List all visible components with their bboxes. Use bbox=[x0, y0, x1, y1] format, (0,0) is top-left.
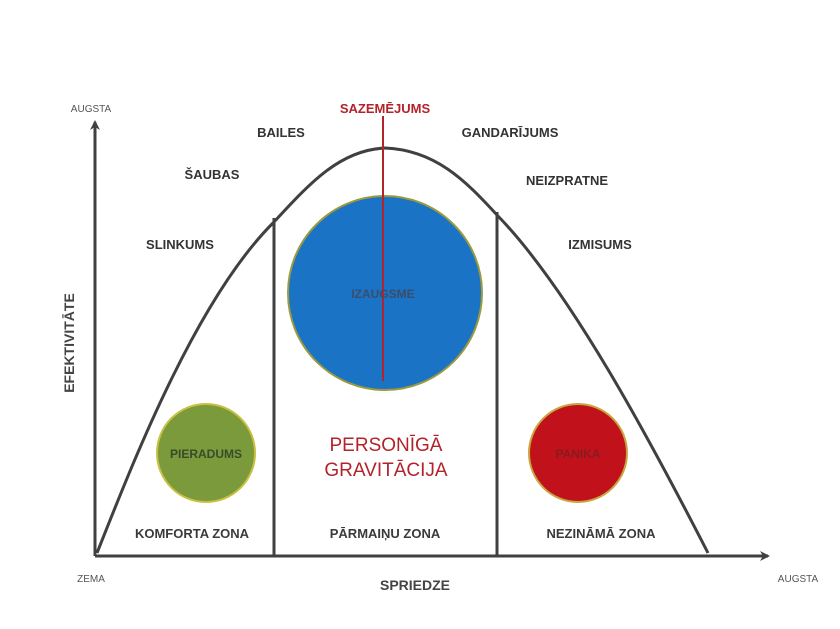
zone-change-label: PĀRMAIŅU ZONA bbox=[330, 526, 441, 541]
center-title-line2: GRAVITĀCIJA bbox=[324, 460, 447, 481]
zone-comfort-label: KOMFORTA ZONA bbox=[135, 526, 250, 541]
x-axis-high-label: AUGSTA bbox=[778, 574, 819, 585]
label-bailes: BAILES bbox=[257, 125, 305, 140]
y-axis-title: EFEKTIVITĀTE bbox=[61, 293, 77, 393]
habit-label: PIERADUMS bbox=[170, 447, 242, 461]
label-gandarijums: GANDARĪJUMS bbox=[462, 125, 559, 140]
y-axis-high-label: AUGSTA bbox=[71, 104, 112, 115]
x-axis-title: SPRIEDZE bbox=[380, 577, 450, 593]
panic-label: PANIKA bbox=[555, 447, 600, 461]
peak-label: SAZEMĒJUMS bbox=[340, 101, 431, 116]
label-izmisums: IZMISUMS bbox=[568, 237, 632, 252]
bell-curve bbox=[95, 146, 710, 554]
growth-label: IZAUGSME bbox=[351, 287, 414, 301]
panic-circle bbox=[528, 403, 628, 503]
zone-unknown-label: NEZINĀMĀ ZONA bbox=[546, 526, 656, 541]
origin-label: ZEMA bbox=[77, 574, 105, 585]
growth-circle bbox=[287, 195, 483, 391]
center-title-line1: PERSONĪGĀ bbox=[330, 435, 443, 456]
label-slinkums: SLINKUMS bbox=[146, 237, 214, 252]
habit-circle bbox=[156, 403, 256, 503]
label-saubas: ŠAUBAS bbox=[185, 167, 240, 182]
label-neizpratne: NEIZPRATNE bbox=[526, 173, 608, 188]
